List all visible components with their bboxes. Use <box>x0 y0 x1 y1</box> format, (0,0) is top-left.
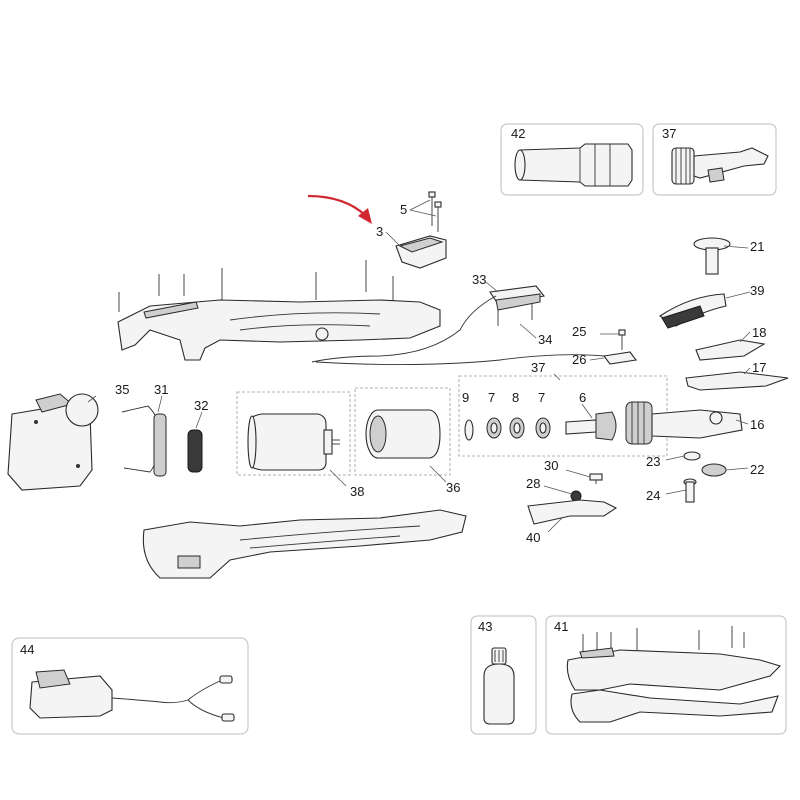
callout-21: 21 <box>750 239 764 254</box>
inset-label-43: 43 <box>478 619 492 634</box>
callout-30: 30 <box>544 458 558 473</box>
callout-24: 24 <box>646 488 660 503</box>
part-32-contact-plate <box>187 429 203 473</box>
part-7-bearing-a <box>486 417 502 439</box>
inset-label-42: 42 <box>511 126 525 141</box>
callout-17: 17 <box>752 360 766 375</box>
callout-18: 18 <box>752 325 766 340</box>
part-28-spring <box>570 490 582 502</box>
callout-5: 5 <box>400 202 407 217</box>
callout-33: 33 <box>472 272 486 287</box>
inset-label-37: 37 <box>662 126 676 141</box>
oil-bottle-part <box>483 647 515 725</box>
part-31-bracket <box>121 405 167 477</box>
part-21-pivot-bolt <box>693 237 731 275</box>
part-38-motor <box>247 413 340 471</box>
sensor-cable <box>315 354 605 366</box>
callout-37: 37 <box>531 360 545 375</box>
inset-42: 42 <box>500 123 644 196</box>
callout-9: 9 <box>462 390 469 405</box>
part-40-trigger <box>527 499 618 525</box>
battery-sleeve-part <box>514 143 633 187</box>
callout-23: 23 <box>646 454 660 469</box>
part-24-bolt <box>683 478 697 503</box>
callout-7-second: 7 <box>538 390 545 405</box>
callout-31: 31 <box>154 382 168 397</box>
part-25-screw <box>618 329 626 350</box>
part-7-bearing-b <box>535 417 551 439</box>
part-35-battery <box>7 393 99 491</box>
callout-22: 22 <box>750 462 764 477</box>
inset-41: 41 <box>545 615 787 735</box>
callout-36: 36 <box>446 480 460 495</box>
leader-lines <box>87 199 751 533</box>
callout-25: 25 <box>572 324 586 339</box>
part-17-blade <box>685 371 789 391</box>
part-22-nut <box>701 463 727 477</box>
cutting-gear-assembly <box>625 401 743 445</box>
part-26-sensor <box>603 351 637 365</box>
callout-38: 38 <box>350 484 364 499</box>
group-box-36 <box>354 387 451 476</box>
callout-39: 39 <box>750 283 764 298</box>
callout-6: 6 <box>579 390 586 405</box>
inset-37: 37 <box>652 123 777 196</box>
highlight-arrow <box>307 194 372 224</box>
part-3-cover <box>395 235 447 269</box>
part-6-spindle <box>565 411 617 441</box>
inset-44: 44 <box>11 637 249 735</box>
callout-32: 32 <box>194 398 208 413</box>
upper-handle-screws <box>118 260 394 312</box>
callout-3: 3 <box>376 224 383 239</box>
part-39-gear-segment <box>658 293 727 329</box>
handle-set-part <box>566 626 782 723</box>
callout-labels: 5 3 33 34 25 26 37 21 39 18 17 16 22 23 … <box>115 202 766 545</box>
inset-label-44: 44 <box>20 642 34 657</box>
part-34-wire <box>311 295 497 363</box>
inset-43: 43 <box>470 615 537 735</box>
part-30-screw <box>589 473 603 484</box>
callout-26: 26 <box>572 352 586 367</box>
callout-7-first: 7 <box>488 390 495 405</box>
charger-part <box>29 669 235 722</box>
part-5-screws <box>428 191 442 232</box>
callout-28: 28 <box>526 476 540 491</box>
callout-16: 16 <box>750 417 764 432</box>
callout-8: 8 <box>512 390 519 405</box>
part-36-gear-housing <box>365 409 441 459</box>
part-8-bearing <box>509 417 525 439</box>
part-23-washer <box>683 451 701 461</box>
part-9-washer <box>464 419 474 441</box>
part-18-blade-plate <box>695 339 766 361</box>
cutting-head-assembly-part <box>671 147 769 185</box>
callout-35: 35 <box>115 382 129 397</box>
part-33-circuit-board <box>489 285 546 326</box>
lower-handle <box>142 509 467 579</box>
inset-label-41: 41 <box>554 619 568 634</box>
callout-40: 40 <box>526 530 540 545</box>
callout-34: 34 <box>538 332 552 347</box>
upper-handle <box>117 260 441 361</box>
group-box-38 <box>236 391 351 476</box>
